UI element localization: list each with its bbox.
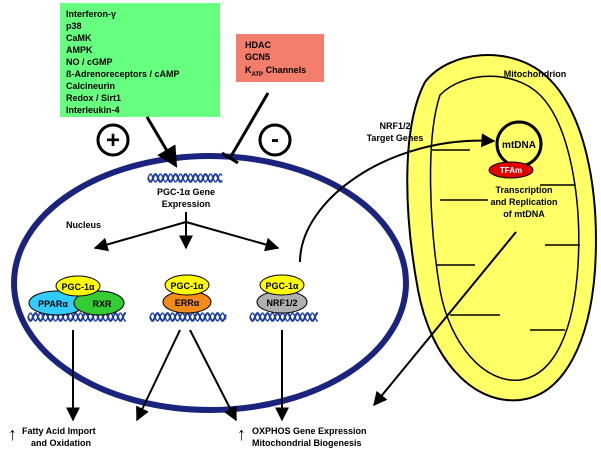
mitochondrion-outer-membrane (406, 54, 597, 402)
fatty-up-arrow: ↑ (8, 424, 17, 444)
ppar-alpha-label: PPARα (38, 299, 68, 309)
mitochondrion (406, 54, 597, 402)
dna-strand (249, 312, 318, 322)
activators-box (60, 3, 220, 117)
tfam-label: TFAm (500, 166, 522, 175)
branch-arrow-right (185, 221, 280, 252)
err-alpha-label: ERRα (175, 298, 200, 308)
inhibition-bar (221, 151, 239, 165)
plus-symbol: + (106, 127, 120, 154)
activator-item: p38 (66, 21, 82, 31)
err-to-oxphos-arrow (189, 329, 237, 422)
activator-item: NO / cGMP (66, 57, 113, 67)
err-to-fatty-arrow (136, 329, 181, 422)
dna-strand (149, 312, 227, 322)
nucleus-membrane (11, 153, 409, 413)
pgc1a-protein-right (259, 274, 305, 296)
fatty-label-line-1: Fatty Acid Import (22, 426, 96, 436)
activator-item: CaMK (66, 33, 92, 43)
nrf12-label: NRF1/2 (266, 298, 297, 308)
nrf-to-mtdna-arrow (299, 133, 496, 263)
activator-item: Interleukin-4 (66, 105, 120, 115)
cristae (432, 149, 580, 331)
nrf-targets-line-1: NRF1/2 (379, 121, 410, 131)
mitochondrion-label: Mitochondrion (504, 69, 567, 79)
pgc1a-label-middle: PGC-1α (170, 281, 204, 291)
inhibitor-gcn5: GCN5 (245, 52, 270, 62)
gene-expression-line-2: Expression (162, 199, 211, 209)
branch-arrow-left (93, 221, 187, 252)
oxphos-up-arrow: ↑ (237, 424, 246, 444)
oxphos-label-line-1: OXPHOS Gene Expression (252, 426, 367, 436)
activator-item: Redox / Sirt1 (66, 93, 121, 103)
activation-arrow (145, 116, 178, 168)
inhibitor-hdac: HDAC (245, 40, 271, 50)
mitochondrion-inner-membrane (429, 75, 580, 381)
rxr-label: RXR (92, 299, 112, 309)
pgc1a-label-right: PGC-1α (265, 281, 299, 291)
nrf-targets-line-2: Target Genes (367, 133, 424, 143)
nucleus-label: Nucleus (66, 220, 101, 230)
pgc1a-protein-middle (164, 274, 210, 296)
activator-item: AMPK (66, 45, 93, 55)
inhibitor-katp: KATP Channels (245, 65, 306, 78)
oxphos-label-line-2: Mitochondrial Biogenesis (252, 438, 362, 448)
mtdna-to-oxphos-arrow (373, 231, 517, 407)
dna-strand (249, 312, 318, 322)
transcription-line-2: and Replication (490, 197, 557, 207)
minus-symbol: - (271, 126, 279, 153)
mtdna-label: mtDNA (502, 140, 536, 151)
transcription-line-1: Transcription (495, 185, 552, 195)
rxr-protein (73, 290, 125, 316)
dna-strand (147, 173, 223, 183)
fatty-label-line-2: and Oxidation (31, 438, 91, 448)
transcription-line-3: of mtDNA (503, 209, 545, 219)
activator-item: Calcineurin (66, 81, 115, 91)
pgc1a-protein-left (55, 275, 101, 297)
inhibition-line (228, 92, 270, 159)
activation-sign (96, 123, 130, 157)
inhibition-sign (258, 123, 292, 157)
activator-item: ß-Adrenoreceptors / cAMP (66, 69, 180, 79)
gene-expression-line-1: PGC-1α Gene (157, 187, 215, 197)
tfam-protein (488, 161, 534, 179)
pgc1a-label-left: PGC-1α (61, 282, 95, 292)
inhibitors-box (236, 34, 324, 82)
dna-strand (147, 173, 223, 183)
activator-item: Interferon-γ (66, 9, 116, 19)
